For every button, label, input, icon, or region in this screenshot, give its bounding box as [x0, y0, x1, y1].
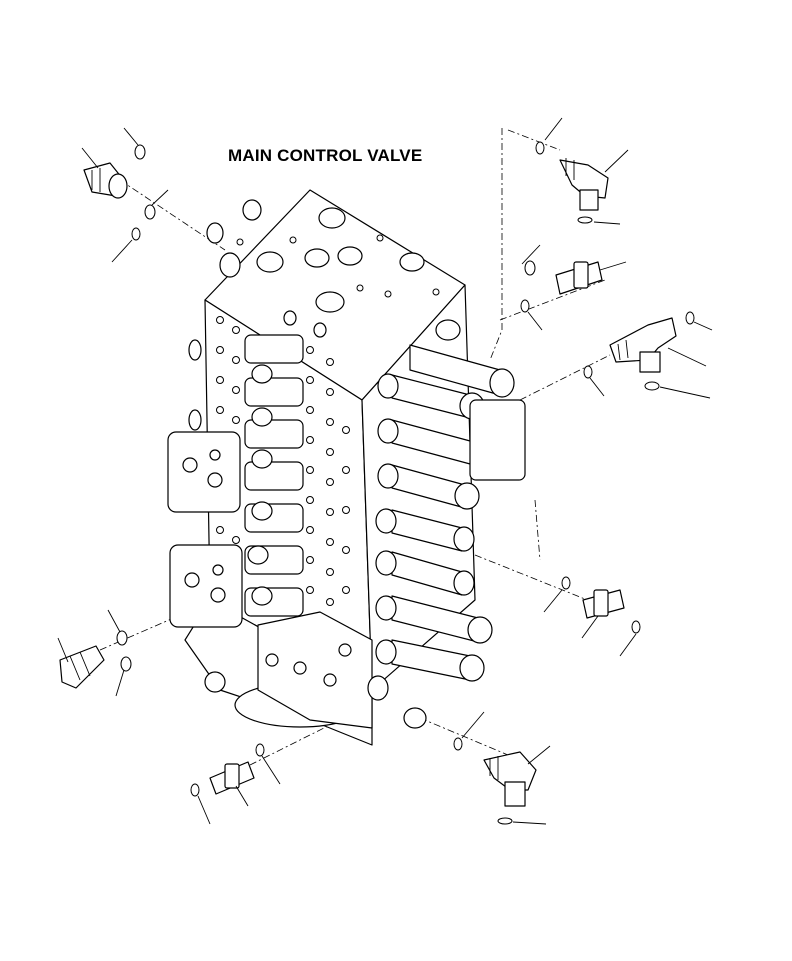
- right-spool-caps: [204, 319, 526, 729]
- leader-lines: [57, 117, 713, 825]
- fitting-elbow-top-left: [83, 162, 128, 199]
- fitting-elbow-bottom-right: [483, 751, 537, 807]
- left-side-blocks: [167, 199, 262, 628]
- front-bottom-block: [257, 611, 389, 729]
- o-rings: [116, 141, 695, 825]
- diagram-title: MAIN CONTROL VALVE: [228, 146, 423, 165]
- fitting-elbow-left: [59, 645, 105, 689]
- fitting-tee-right: [609, 317, 677, 373]
- fitting-connector-bottom-left: [209, 761, 255, 795]
- top-plugs: [236, 207, 440, 338]
- left-spool-caps: [244, 334, 304, 617]
- fitting-elbow-top-right: [559, 158, 609, 211]
- fitting-connector-right-upper: [555, 261, 603, 295]
- left-face-holes: [216, 316, 350, 634]
- valve-body: [167, 189, 526, 746]
- fitting-connector-right-lower: [582, 589, 625, 619]
